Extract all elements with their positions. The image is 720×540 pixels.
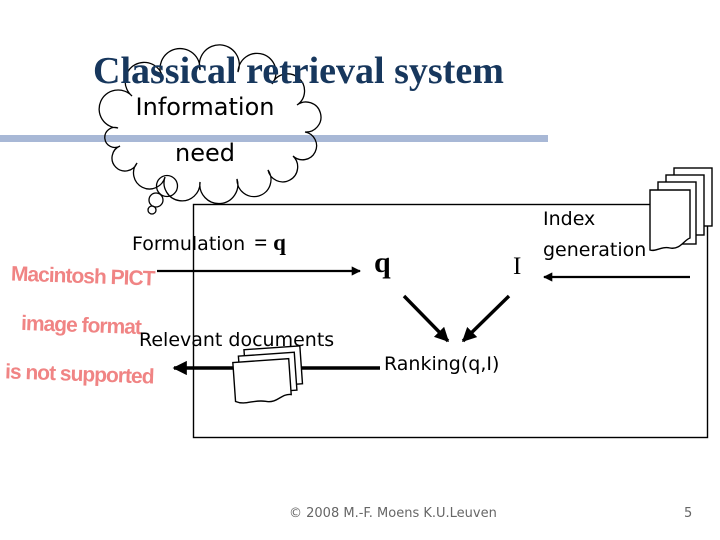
divider-bar — [0, 135, 548, 142]
formulation-label: Formulation= q — [132, 230, 286, 255]
information-need-label: Information need — [135, 93, 275, 167]
relevant-documents-label: Relevant documents — [139, 329, 335, 351]
page-title: Classical retrieval system — [93, 50, 504, 93]
thought-cloud-icon — [98, 44, 322, 215]
relevant-document-stack-icon — [232, 345, 304, 404]
index-document-stack-icon — [649, 167, 713, 252]
pict-watermark: Macintosh PICT image format is not suppo… — [4, 262, 155, 389]
index-to-ranking-arrow — [461, 294, 511, 343]
query-to-ranking-arrow — [402, 294, 450, 343]
query-symbol: q — [374, 246, 391, 279]
page-number: 5 — [684, 506, 693, 521]
index-symbol: I — [513, 253, 522, 280]
footer-copyright: © 2008 M.-F. Moens K.U.Leuven — [289, 506, 497, 521]
index-generation-label: Index generation — [543, 208, 647, 261]
diagram-frame — [192, 203, 709, 439]
formulation-symbol: = q — [254, 230, 286, 255]
ranking-label: Ranking(q,I) — [384, 353, 500, 375]
